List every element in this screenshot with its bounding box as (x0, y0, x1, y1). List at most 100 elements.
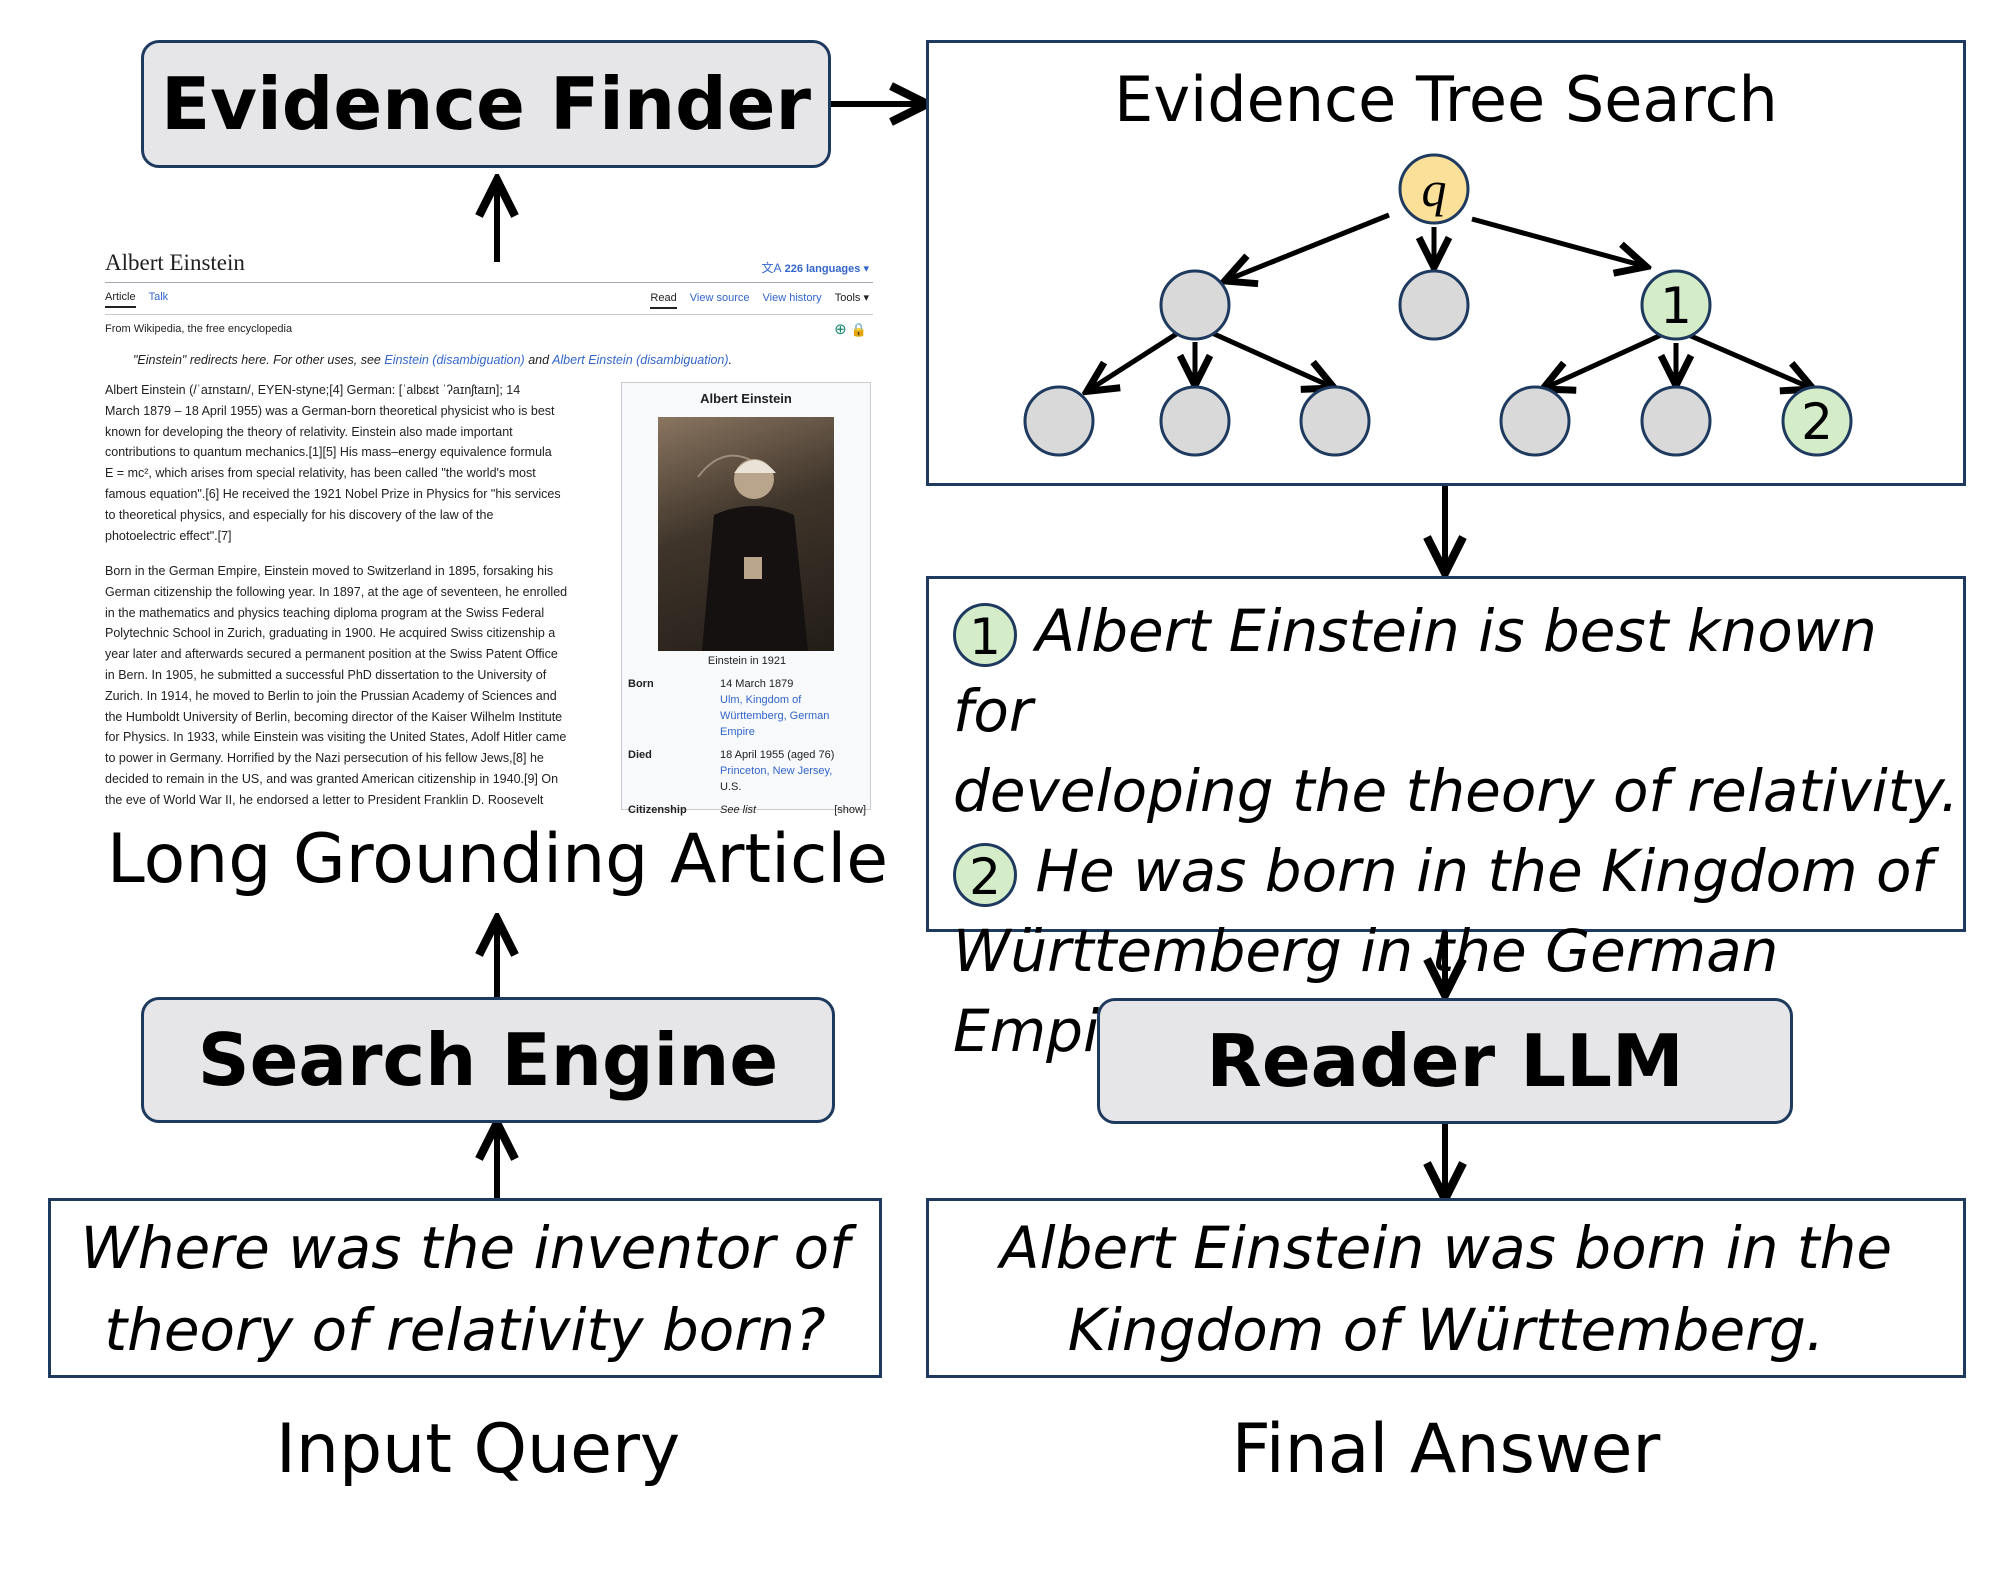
answer-line-1: Albert Einstein was born in the (999, 1214, 1893, 1282)
tree-node-2 (1781, 385, 1853, 457)
evidence-line-4: Württemberg in the German Empire. (953, 917, 1779, 1065)
query-line-1: Where was the inventor of (80, 1214, 850, 1282)
tab-read[interactable]: Read (650, 292, 677, 309)
tree-node (1159, 269, 1231, 341)
tree-node (1159, 385, 1231, 457)
wiki-hatnote: "Einstein" redirects here. For other use… (133, 353, 733, 367)
input-caption: Input Query (275, 1410, 681, 1489)
node-1-label: 1 (1660, 277, 1692, 335)
infobox-table: Born 14 March 1879 Ulm, Kingdom of Württ… (627, 675, 867, 819)
evidence-line-3: 2 He was born in the Kingdom of (953, 831, 1963, 911)
hatnote-link-albert[interactable]: Albert Einstein (disambiguation) (552, 353, 729, 367)
search-engine-label: Search Engine (197, 1018, 779, 1102)
wiki-line: decided to remain in the US, and was gra… (105, 771, 559, 786)
infobox-born-place[interactable]: Ulm, Kingdom of (720, 694, 802, 706)
evidence-line-2: developing the theory of relativity. (953, 757, 1959, 825)
wiki-from-text: From Wikipedia, the free encyclopedia (105, 323, 293, 335)
wiki-line: March 1879 – 18 April 1955) was a German… (105, 403, 555, 418)
wiki-line: in Bern. In 1905, he submitted a success… (105, 667, 547, 682)
evidence-num-2: 2 (953, 842, 1017, 907)
input-query-box: Where was the inventor of theory of rela… (48, 1198, 882, 1378)
evidence-box: 1 Albert Einstein is best known for deve… (926, 576, 1966, 1065)
final-answer-box: Albert Einstein was born in the Kingdom … (926, 1198, 1966, 1378)
infobox-show-toggle[interactable]: [show] (834, 804, 866, 816)
tree-node (1640, 385, 1712, 457)
reader-llm-label: Reader LLM (1206, 1019, 1684, 1103)
wiki-line: the Humboldt University of Berlin, becom… (105, 709, 563, 724)
evidence-tree-box: Evidence Tree Search (926, 40, 1966, 486)
tab-view-history[interactable]: View history (762, 292, 822, 304)
evidence-line-1: 1 Albert Einstein is best known for (953, 591, 1963, 751)
tab-talk[interactable]: Talk (148, 291, 169, 303)
answer-line-2: Kingdom of Württemberg. (1067, 1296, 1825, 1364)
wiki-line: in the mathematics and physics teaching … (105, 605, 545, 620)
infobox-caption: Einstein in 1921 (707, 655, 787, 667)
evidence-num-1: 1 (953, 602, 1017, 667)
wiki-line: famous equation".[6] He received the 192… (105, 486, 561, 501)
hatnote-link-einstein[interactable]: Einstein (disambiguation) (384, 353, 525, 367)
evidence-finder-box: Evidence Finder (141, 40, 831, 168)
search-engine-box: Search Engine (141, 997, 835, 1123)
infobox-born-value: 14 March 1879 Ulm, Kingdom of Württember… (719, 675, 867, 741)
infobox-died-place[interactable]: Princeton, New Jersey, (720, 765, 833, 777)
wiki-languages-label: 226 languages (784, 263, 861, 275)
wiki-paragraph-2: Born in the German Empire, Einstein move… (105, 561, 615, 811)
tab-article[interactable]: Article (105, 291, 136, 308)
chevron-down-icon: ▾ (863, 263, 869, 275)
wiki-line: the eve of World War II, he endorsed a l… (105, 792, 544, 807)
query-line-2: theory of relativity born? (104, 1296, 826, 1364)
tree-title: Evidence Tree Search (1114, 63, 1778, 136)
lock-icon: 🔒 (850, 322, 867, 337)
evidence-tree: q 1 2 (1023, 153, 1853, 457)
wiki-line: German citizenship the following year. I… (105, 584, 568, 599)
evidence-text-1: Albert Einstein is best known for (953, 597, 1877, 745)
reader-llm-box: Reader LLM (1097, 998, 1793, 1124)
tree-node (1398, 269, 1470, 341)
wiki-line: Born in the German Empire, Einstein move… (105, 564, 554, 578)
infobox-died-label: Died (628, 749, 652, 761)
wiki-languages[interactable]: 文A 226 languages ▾ (762, 259, 870, 276)
wiki-article: Albert Einstein 文A 226 languages ▾ Artic… (105, 250, 873, 816)
article-caption: Long Grounding Article (106, 820, 889, 899)
wiki-title-rule (105, 282, 873, 283)
tab-tools[interactable]: Tools (834, 292, 861, 304)
wiki-line: photoelectric effect".[7] (105, 528, 232, 543)
chevron-down-icon: ▾ (863, 292, 869, 304)
wiki-tabs-rule (105, 314, 873, 315)
einstein-photo (658, 417, 834, 651)
tab-view-source[interactable]: View source (689, 292, 750, 304)
wiki-line: contributions to quantum mechanics.[1][5… (105, 445, 552, 460)
wiki-title: Albert Einstein (105, 250, 245, 275)
tree-edges (1089, 212, 1811, 390)
tree-node (1299, 385, 1371, 457)
wiki-line: for Physics. In 1933, while Einstein was… (105, 730, 567, 745)
wiki-line: E = mc², which arises from special relat… (105, 466, 536, 481)
query-node (1398, 153, 1470, 225)
tree-node (1023, 385, 1095, 457)
translate-icon: 文A (761, 261, 782, 275)
final-caption: Final Answer (1231, 1410, 1661, 1489)
wiki-line: to power in Germany. Horrified by the Na… (105, 751, 544, 766)
portrait-silhouette (697, 454, 808, 651)
infobox-died-value: 18 April 1955 (aged 76) Princeton, New J… (719, 741, 867, 796)
wiki-line: Albert Einstein (/ˈaɪnstaɪn/, EYEN-styne… (105, 383, 521, 397)
query-node-label: q (1422, 161, 1447, 217)
wiki-line: Polytechnic School in Zurich, graduating… (105, 626, 556, 641)
evidence-text-3: He was born in the Kingdom of (1035, 837, 1932, 905)
wiki-line: year later and afterwards secured a perm… (105, 647, 558, 662)
plus-circle-icon[interactable]: ⊕ (834, 321, 847, 338)
infobox-born-label: Born (628, 678, 654, 690)
infobox-citizenship-value: See list [show] (720, 804, 866, 816)
infobox-citizenship-label: Citizenship (628, 804, 687, 816)
wiki-paragraph-1: Albert Einstein (/ˈaɪnstaɪn/, EYEN-styne… (105, 380, 615, 546)
wiki-tabs: Article Talk Read View source View histo… (105, 291, 873, 311)
wiki-line: to theoretical physics, and especially f… (105, 507, 494, 522)
node-2-label: 2 (1801, 393, 1833, 451)
wiki-infobox: Albert Einstein Einstein in 1921 Born 14… (621, 382, 871, 816)
wiki-from: From Wikipedia, the free encyclopedia ⊕ … (105, 321, 873, 338)
tree-node (1499, 385, 1571, 457)
infobox-title: Albert Einstein (700, 391, 792, 406)
wiki-line: Zurich. In 1914, he moved to Berlin to j… (105, 688, 557, 703)
tree-node-1 (1640, 269, 1712, 341)
